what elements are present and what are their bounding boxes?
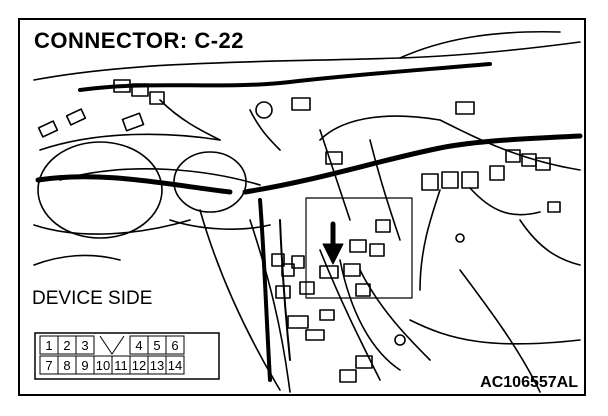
pin-label: 11 xyxy=(114,358,128,373)
connector-outline xyxy=(34,332,220,380)
connector-title: CONNECTOR: C-22 xyxy=(34,28,245,53)
pin-label: 5 xyxy=(153,338,160,353)
pin-label: 10 xyxy=(96,358,110,373)
pin-label: 3 xyxy=(81,338,88,353)
harness-illustration xyxy=(33,30,583,393)
pin-label: 4 xyxy=(135,338,142,353)
pin-label: 14 xyxy=(168,358,182,373)
pin-label: 1 xyxy=(45,338,52,353)
device-side-label: DEVICE SIDE xyxy=(32,288,153,309)
diagram-frame: CONNECTOR: C-22 DEVICE SIDE 1 2 xyxy=(18,18,586,396)
pin-label: 12 xyxy=(132,358,146,373)
pin-label: 7 xyxy=(45,358,52,373)
pin-label: 13 xyxy=(150,358,164,373)
pin-label: 2 xyxy=(63,338,70,353)
connector-pin-diagram: 1 2 3 4 5 6 7 8 9 10 11 12 13 14 xyxy=(34,332,220,380)
pin-label: 9 xyxy=(81,358,88,373)
figure-code: AC106557AL xyxy=(480,374,578,391)
pin-label: 6 xyxy=(171,338,178,353)
pin-label: 8 xyxy=(63,358,70,373)
